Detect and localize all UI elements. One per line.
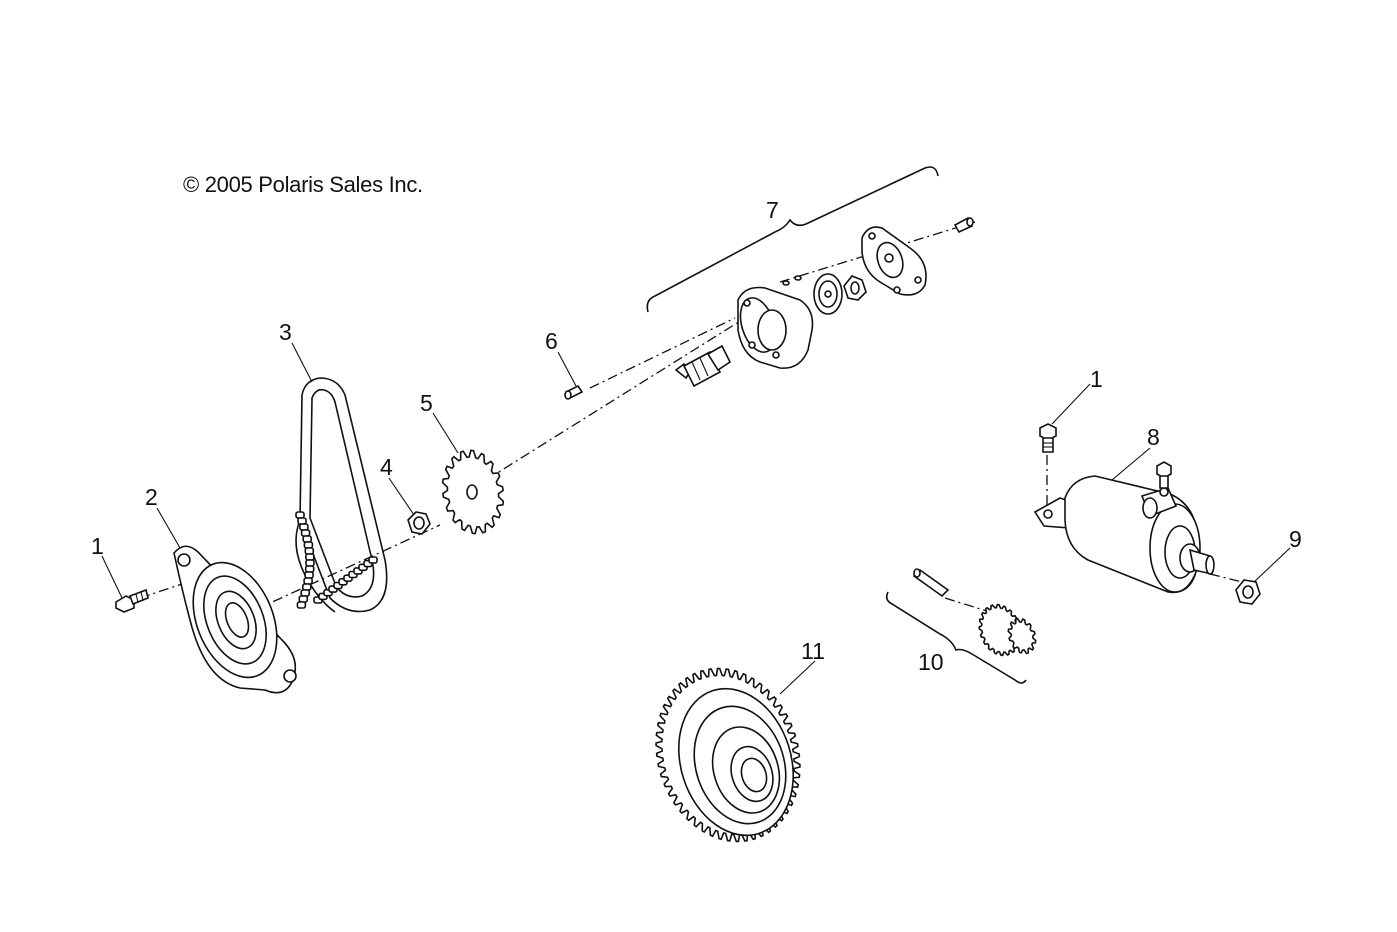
callout-4: 4: [380, 454, 393, 480]
part-sprocket: [441, 449, 505, 535]
part-screw: [564, 384, 584, 400]
callout-7: 7: [766, 197, 779, 223]
callout-1-right: 1: [1090, 366, 1103, 392]
part-bolt-right: [1039, 423, 1057, 453]
callout-2: 2: [145, 484, 158, 510]
callout-labels: 1 2 3 4 5 6 7 1 8 9 10 11: [91, 197, 1302, 675]
part-chain: [295, 377, 388, 613]
callout-6: 6: [545, 328, 558, 354]
part-washer: [1235, 579, 1261, 605]
callout-9: 9: [1289, 526, 1302, 552]
callout-3: 3: [279, 319, 292, 345]
callout-8: 8: [1147, 424, 1160, 450]
part-starter-gear: [655, 667, 801, 843]
part-starter-motor: [1033, 461, 1215, 594]
callout-10: 10: [918, 649, 944, 675]
part-nut: [407, 511, 431, 535]
callout-1-left: 1: [91, 533, 104, 559]
part-cover-plate: [173, 545, 297, 694]
copyright-notice: © 2005 Polaris Sales Inc.: [183, 172, 423, 197]
part-idler-gear: [885, 568, 1037, 684]
callout-11: 11: [801, 638, 825, 664]
part-pump-assembly: [646, 166, 974, 388]
leader-lines: [101, 342, 1291, 695]
callout-5: 5: [420, 390, 433, 416]
part-bolt-left: [115, 588, 149, 613]
